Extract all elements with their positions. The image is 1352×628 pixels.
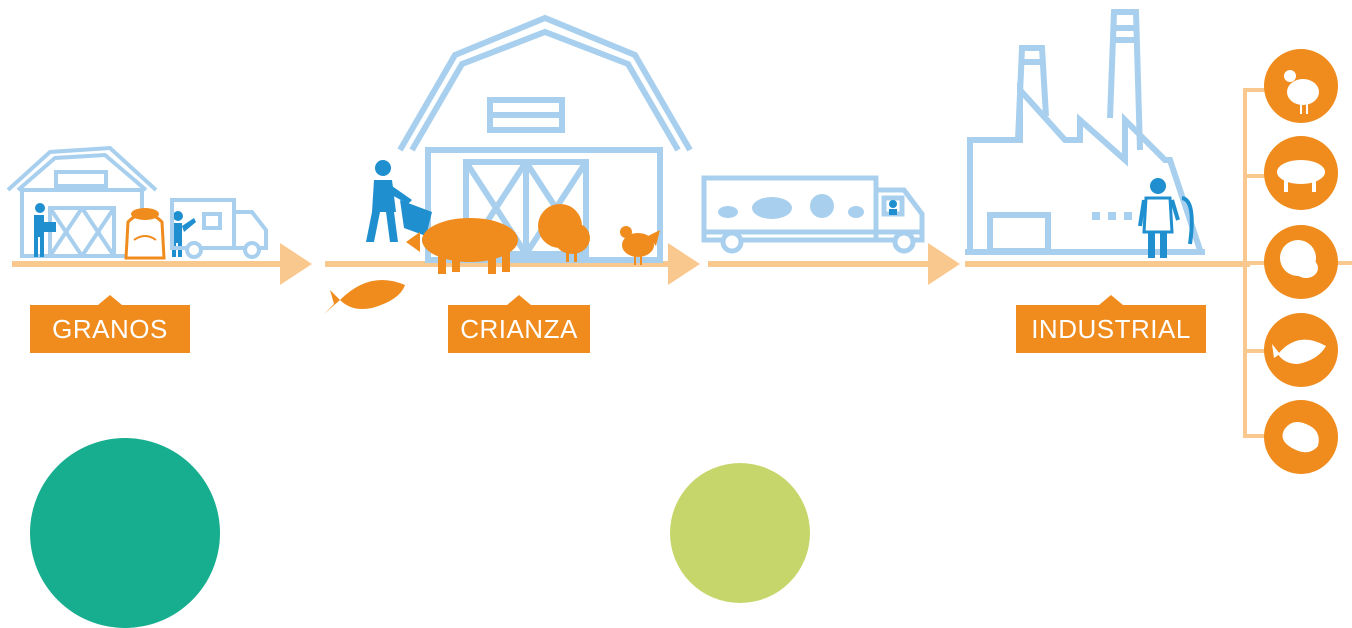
stage-label-crianza: CRIANZA bbox=[448, 305, 590, 353]
crianza-farmer-icon bbox=[366, 160, 434, 246]
fish-icon bbox=[324, 280, 405, 314]
supply-chain-diagram bbox=[0, 0, 1352, 475]
stage-label-industrial: INDUSTRIAL bbox=[1016, 305, 1206, 353]
grain-sack-icon bbox=[126, 208, 164, 258]
factory-worker-icon bbox=[1140, 178, 1192, 258]
stage-label-granos: GRANOS bbox=[30, 305, 190, 353]
product-sausage-icon bbox=[1264, 400, 1338, 474]
truck-animals-icon bbox=[718, 194, 864, 219]
stage-label-industrial-text: INDUSTRIAL bbox=[1031, 314, 1191, 345]
truck-driver-icon bbox=[889, 200, 897, 215]
product-turkey-icon bbox=[1264, 225, 1338, 299]
product-pig-icon bbox=[1264, 136, 1338, 210]
stage-label-crianza-text: CRIANZA bbox=[460, 314, 578, 345]
stage-label-granos-text: GRANOS bbox=[52, 314, 168, 345]
lime-decorative-circle bbox=[670, 463, 810, 603]
teal-decorative-circle bbox=[30, 438, 220, 628]
product-fish-icon bbox=[1264, 313, 1338, 387]
factory-windows-icon bbox=[1092, 212, 1132, 220]
product-chicken-icon bbox=[1264, 49, 1338, 123]
